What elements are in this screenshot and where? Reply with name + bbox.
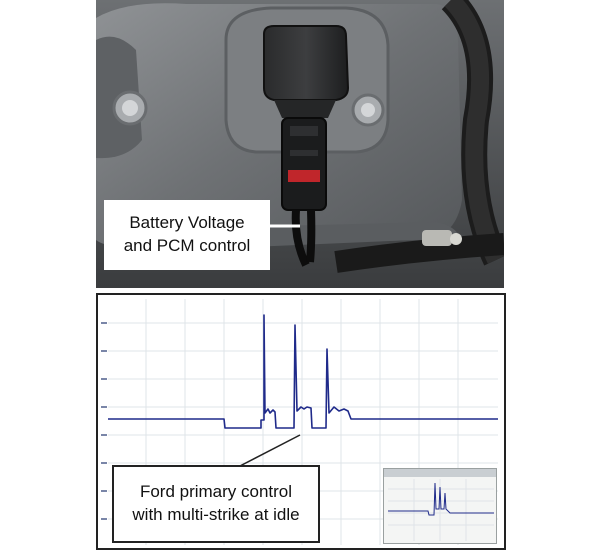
scope-axis-ticks: [101, 322, 107, 520]
scope-callout-line-2: with multi-strike at idle: [132, 505, 300, 524]
scope-callout-line-1: Ford primary control: [139, 482, 293, 501]
photo-callout-line-1: Battery Voltage: [129, 213, 245, 232]
bolt-left: [112, 90, 148, 126]
scope-thumbnail-plot: [384, 469, 496, 541]
scope-callout: Ford primary control with multi-strike a…: [112, 465, 320, 543]
photo-callout: Battery Voltage and PCM control: [104, 200, 270, 270]
photo-callout-line-2: and PCM control: [123, 236, 251, 255]
bolt-right: [351, 93, 385, 127]
scope-trace: [108, 314, 498, 429]
scope-thumbnail: [383, 468, 497, 544]
